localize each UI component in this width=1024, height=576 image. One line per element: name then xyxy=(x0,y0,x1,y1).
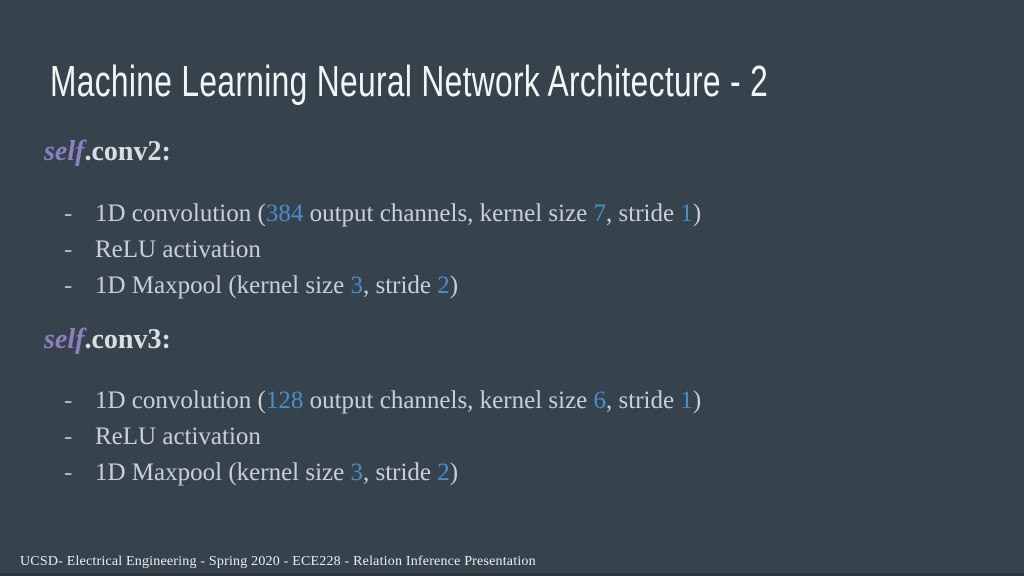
bullet-text-segment: ) xyxy=(449,272,459,299)
bullet-text-segment: 1D convolution ( xyxy=(95,200,266,227)
bullet-dash-marker: - xyxy=(64,272,73,299)
bullet-number-value: 7 xyxy=(593,200,607,227)
bullet-text-segment: , stride xyxy=(362,272,438,299)
bullet-item: -1D Maxpool (kernel size 3, stride 2) xyxy=(0,455,701,491)
bullet-number-value: 2 xyxy=(437,459,450,486)
bullet-number-value: 1 xyxy=(680,200,693,227)
bullet-dash-marker: - xyxy=(64,236,73,263)
bullet-number-value: 128 xyxy=(265,387,304,414)
bullet-dash-marker: - xyxy=(64,459,73,486)
bullet-text-segment: output channels, kernel size xyxy=(303,387,594,414)
slide-title: Machine Learning Neural Network Architec… xyxy=(50,57,769,106)
bullet-number-value: 3 xyxy=(350,272,363,299)
bullet-number-value: 3 xyxy=(350,459,363,486)
bullet-text-segment: ReLU activation xyxy=(95,423,261,450)
heading-self-keyword: self xyxy=(44,136,85,167)
bullet-list-conv3: -1D convolution (128 output channels, ke… xyxy=(0,383,701,491)
bullet-text-segment: ) xyxy=(692,200,702,227)
bullet-dash-marker: - xyxy=(64,387,73,414)
bullet-text-segment: output channels, kernel size xyxy=(303,200,594,227)
bullet-text-segment: , stride xyxy=(606,387,681,414)
bullet-text-segment: ReLU activation xyxy=(95,236,261,263)
bullet-text-segment: ) xyxy=(449,459,459,486)
bullet-text-segment: , stride xyxy=(606,200,681,227)
bullet-text-segment: ) xyxy=(692,387,702,414)
bullet-item: -ReLU activation xyxy=(0,232,701,268)
bullet-item: -1D Maxpool (kernel size 3, stride 2) xyxy=(0,268,701,304)
bullet-number-value: 2 xyxy=(437,272,450,299)
bullet-number-value: 1 xyxy=(680,387,693,414)
bullet-number-value: 384 xyxy=(265,200,304,227)
bullet-dash-marker: - xyxy=(64,423,73,450)
slide-bottom-edge xyxy=(0,573,1024,576)
section-heading-conv3: self.conv3: xyxy=(44,324,171,356)
bullet-dash-marker: - xyxy=(64,200,73,227)
bullet-text-segment: 1D Maxpool (kernel size xyxy=(95,272,351,299)
bullet-list-conv2: -1D convolution (384 output channels, ke… xyxy=(0,196,701,304)
heading-attr-name: .conv3: xyxy=(84,324,171,355)
heading-self-keyword: self xyxy=(44,324,85,355)
bullet-item: -1D convolution (384 output channels, ke… xyxy=(0,196,701,232)
bullet-text-segment: , stride xyxy=(362,459,438,486)
bullet-item: -ReLU activation xyxy=(0,419,701,455)
bullet-text-segment: 1D Maxpool (kernel size xyxy=(95,459,351,486)
bullet-text-segment: 1D convolution ( xyxy=(95,387,266,414)
slide-footer: UCSD- Electrical Engineering - Spring 20… xyxy=(20,554,536,569)
section-heading-conv2: self.conv2: xyxy=(44,136,171,168)
bullet-number-value: 6 xyxy=(593,387,607,414)
heading-attr-name: .conv2: xyxy=(84,136,171,167)
bullet-item: -1D convolution (128 output channels, ke… xyxy=(0,383,701,419)
